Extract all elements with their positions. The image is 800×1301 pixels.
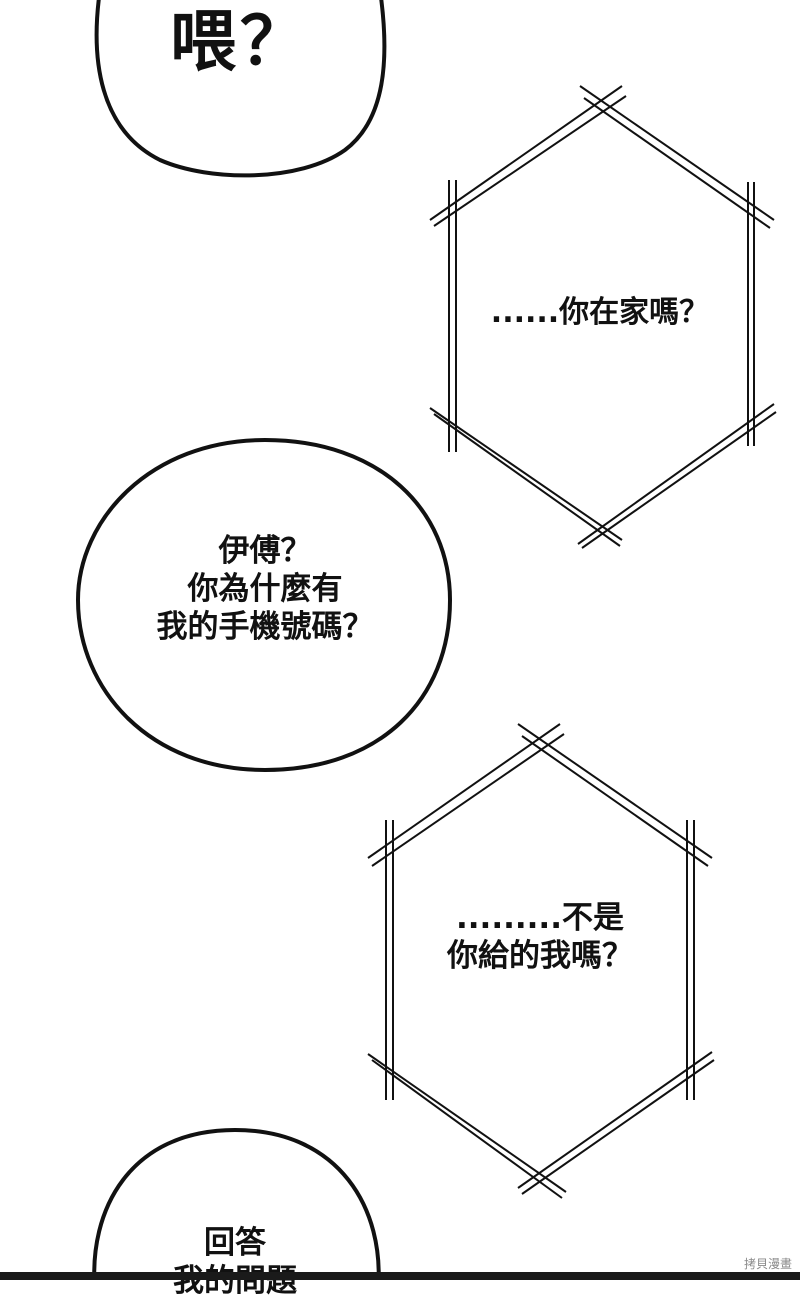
text-line: 伊傅？ bbox=[218, 533, 312, 569]
speech-bubble-bottom bbox=[92, 1127, 381, 1280]
bubble-text-answer-me: 回答 我的問題 bbox=[110, 1225, 360, 1301]
text-line: 你給的我嗎？ bbox=[447, 937, 633, 974]
text-line: .........不是 bbox=[456, 900, 624, 936]
hexagon-frame-2 bbox=[367, 723, 715, 1199]
text-line: 回答 bbox=[204, 1225, 266, 1261]
speech-bubble-middle bbox=[75, 437, 453, 773]
bubble-text-you-gave-me: .........不是 你給的我嗎？ bbox=[395, 900, 685, 976]
bubble-text-are-you-home: ......你在家嗎？ bbox=[490, 295, 710, 330]
bubble-text-why-have-number: 伊傅？ 你為什麼有 我的手機號碼？ bbox=[110, 533, 420, 646]
watermark: 拷貝漫畫 bbox=[743, 1257, 792, 1271]
bubble-text-hello: 喂？ bbox=[170, 3, 310, 80]
speech-bubble-top bbox=[94, 0, 387, 178]
panel-bottom-border bbox=[0, 1272, 800, 1280]
text-line: 你為什麼有 bbox=[187, 570, 343, 607]
text-line: 我的問題 bbox=[173, 1262, 297, 1299]
hexagon-frame-1 bbox=[429, 85, 777, 549]
text-line: 我的手機號碼？ bbox=[156, 608, 374, 645]
